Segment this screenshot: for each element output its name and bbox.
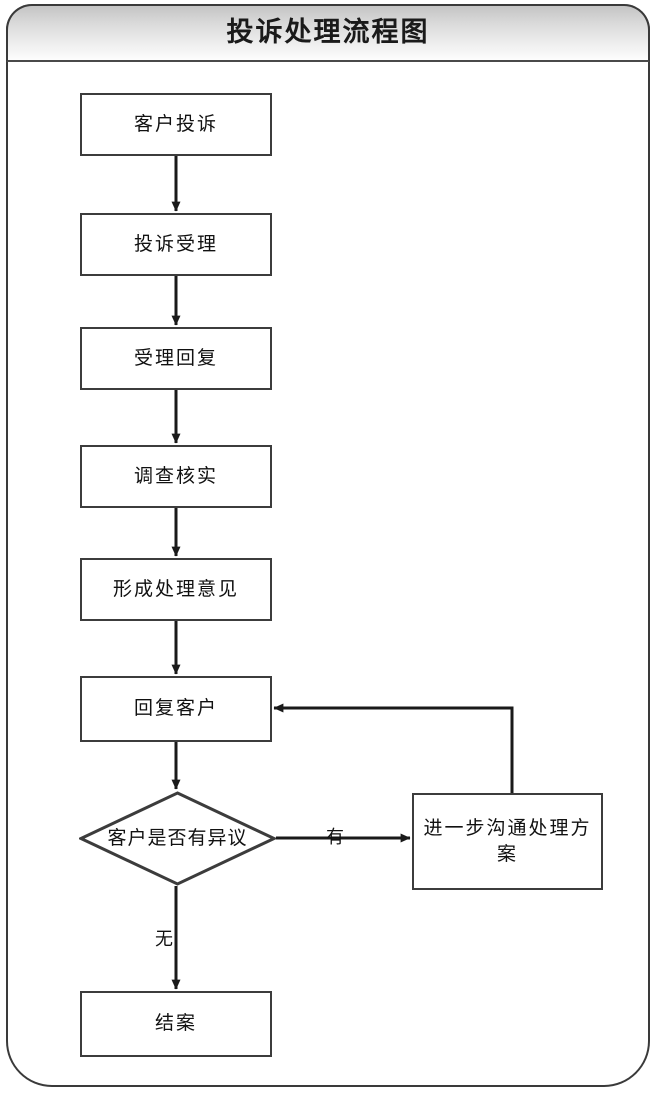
edge-label-yes: 有: [326, 827, 345, 848]
node-complaint-acceptance[interactable]: 投诉受理: [80, 213, 272, 276]
node-further-communication-plan[interactable]: 进一步沟通处理方案: [412, 793, 603, 890]
connector-n7-n6-feedback: [273, 703, 514, 793]
node-customer-complaint[interactable]: 客户投诉: [80, 93, 272, 156]
node-acceptance-reply[interactable]: 受理回复: [80, 327, 272, 390]
node-case-closed[interactable]: 结案: [80, 991, 272, 1057]
window-titlebar: 投诉处理流程图: [6, 4, 650, 62]
diamond-shape: [79, 791, 276, 886]
node-reply-to-customer[interactable]: 回复客户: [80, 676, 272, 742]
window-frame: [6, 4, 650, 1087]
edge-label-no: 无: [155, 929, 174, 950]
node-form-handling-opinion[interactable]: 形成处理意见: [80, 558, 272, 621]
page-title: 投诉处理流程图: [226, 16, 430, 48]
node-investigation-verification[interactable]: 调查核实: [80, 445, 272, 508]
node-decision-customer-objection[interactable]: 客户是否有异议: [79, 791, 276, 886]
